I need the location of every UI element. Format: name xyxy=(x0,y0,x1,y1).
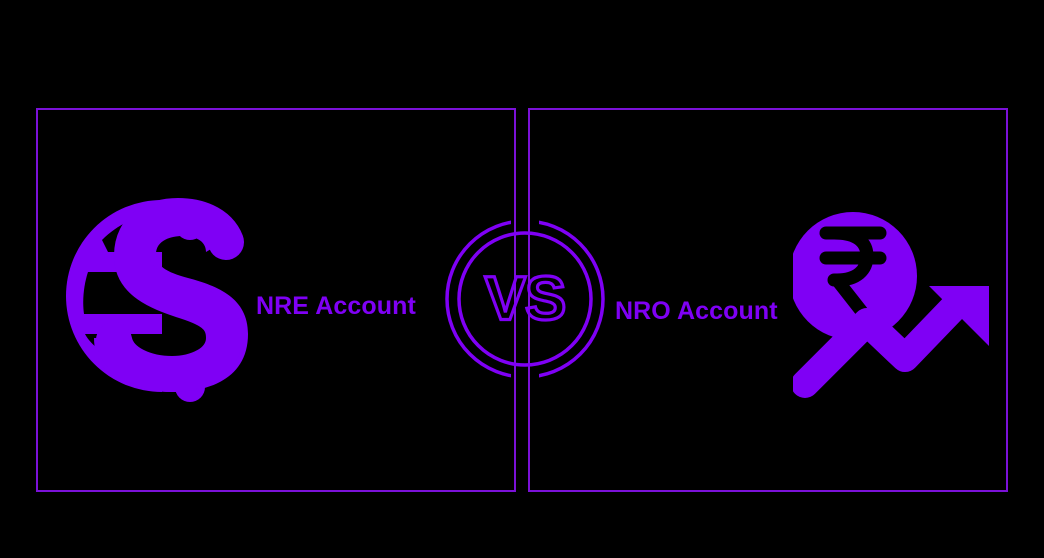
globe-dollar-icon xyxy=(58,196,268,406)
label-nre-account: NRE Account xyxy=(256,292,416,320)
vs-label: VS xyxy=(485,265,566,334)
panel-nro xyxy=(528,108,1008,492)
rupee-growth-arrow-icon xyxy=(789,198,993,398)
label-nro-account: NRO Account xyxy=(615,297,778,325)
panel-nre xyxy=(36,108,516,492)
vs-badge: VS xyxy=(444,218,606,380)
